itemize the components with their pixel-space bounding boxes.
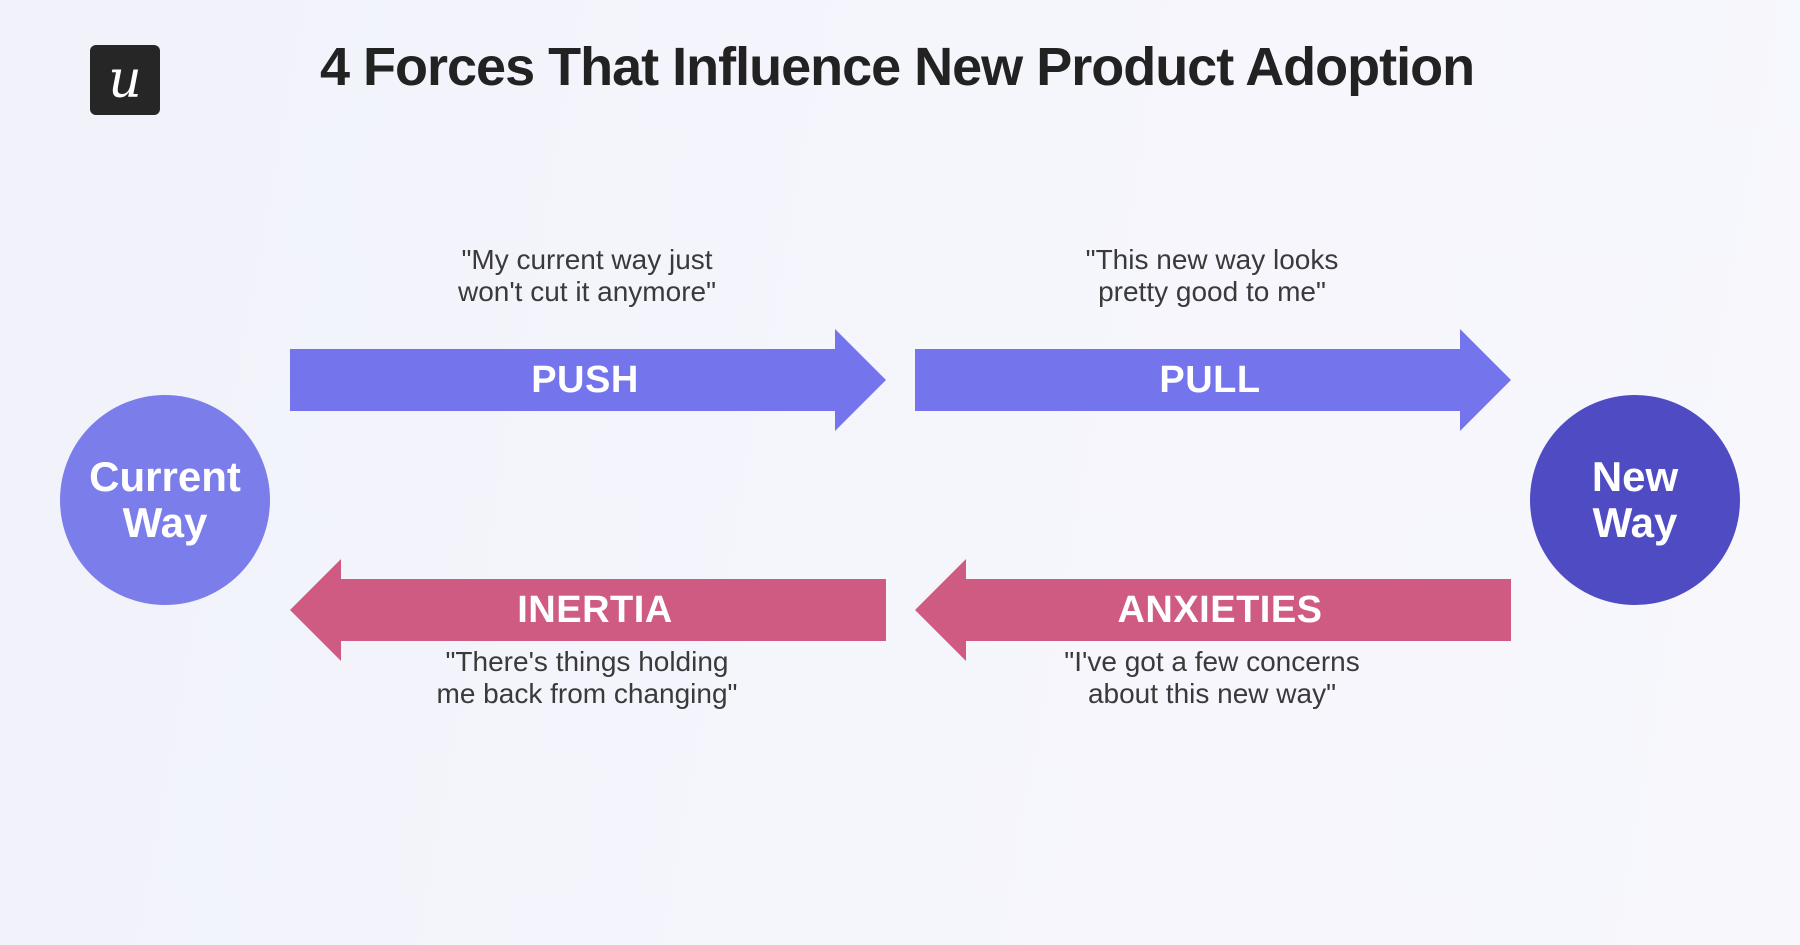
pull-quote: "This new way looks pretty good to me" xyxy=(962,244,1462,308)
current-way-line2: Way xyxy=(122,499,208,546)
push-quote-line1: "My current way just xyxy=(461,244,713,275)
new-way-line2: Way xyxy=(1592,499,1678,546)
inertia-quote-line1: "There's things holding xyxy=(445,646,729,677)
userpilot-logo-icon: u xyxy=(90,45,160,115)
current-way-line1: Current xyxy=(89,452,241,500)
push-arrow-shape xyxy=(290,329,886,431)
pull-quote-line2: pretty good to me" xyxy=(1098,276,1326,307)
push-label: PUSH xyxy=(531,358,639,401)
pull-label: PULL xyxy=(1159,358,1261,401)
anxieties-quote-line2: about this new way" xyxy=(1087,678,1337,709)
new-way-line1: New xyxy=(1591,452,1679,500)
anxieties-arrow: ANXIETIES xyxy=(915,559,1515,661)
anxieties-quote-line1: "I've got a few concerns xyxy=(1064,646,1360,677)
pull-quote-line1: "This new way looks xyxy=(1085,244,1339,275)
pull-arrow: PULL xyxy=(915,329,1515,431)
inertia-quote-line2: me back from changing" xyxy=(436,678,738,709)
page-title: 4 Forces That Influence New Product Adop… xyxy=(320,37,1475,97)
pull-arrow-shape xyxy=(915,329,1511,431)
anxieties-arrow-shape xyxy=(915,559,1511,661)
inertia-quote: "There's things holding me back from cha… xyxy=(337,646,837,710)
push-arrow: PUSH xyxy=(290,329,890,431)
push-quote-line2: won't cut it anymore" xyxy=(457,276,717,307)
new-way-node: New Way xyxy=(1530,395,1740,605)
push-quote: "My current way just won't cut it anymor… xyxy=(337,244,837,308)
inertia-arrow-shape xyxy=(290,559,886,661)
logo-glyph: u xyxy=(108,50,142,110)
anxieties-quote: "I've got a few concerns about this new … xyxy=(962,646,1462,710)
current-way-node: Current Way xyxy=(60,395,270,605)
inertia-arrow: INERTIA xyxy=(290,559,890,661)
anxieties-label: ANXIETIES xyxy=(1117,588,1323,631)
inertia-label: INERTIA xyxy=(517,588,673,631)
